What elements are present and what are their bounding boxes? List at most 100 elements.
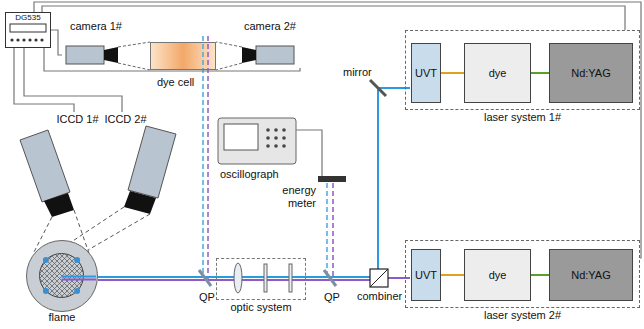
connector [44,48,300,71]
node-label: dye cell [157,76,194,89]
quartz-plate [324,270,336,286]
ndyag-box: Nd:YAG [549,249,633,301]
view-cone [118,42,242,70]
sampled-beam [207,36,209,280]
drawing-part [118,42,150,47]
node-label: optic system [230,301,291,314]
dye-fluorescence [151,43,215,69]
quartz-plate [199,270,211,286]
oscillograph-body [218,118,296,164]
drawing-part [266,144,270,148]
laser-beam [388,277,410,279]
lens [234,263,292,293]
camera-lens [242,47,256,63]
dye-laser-box: dye [464,43,531,103]
optic-system: optic system [216,258,306,300]
node-label: ICCD 2# [104,113,146,126]
button [40,38,43,41]
drawing-part [282,136,286,140]
node-label: oscillograph [220,168,279,181]
button [10,38,13,41]
uvt-box: UVT [411,249,441,301]
node-label: laser system 2# [484,309,561,322]
node-label: laser system 1# [484,111,561,124]
drawing-part [274,136,278,140]
drawing-part [370,269,388,287]
connector [531,72,549,74]
uvt-box: UVT [411,43,441,103]
display [10,24,46,32]
connector [24,48,122,112]
drawing-part [88,214,150,250]
camera: camera 2# [236,20,304,68]
node-label: flame [49,311,76,324]
drawing-part [282,144,286,148]
iccd-camera: ICCD 1# [52,112,103,126]
drawing-part [266,128,270,132]
node-label: UVT [415,269,437,282]
camera-body [66,46,104,64]
node-label: energy meter [278,184,316,210]
laser-system: laser system 1#UVTdyeNd:YAG [405,30,640,110]
node-label: UVT [415,67,437,80]
node-label: Nd:YAG [571,67,611,80]
dye-cell: dye cell [150,42,216,70]
part-label: QP [323,291,341,304]
mirror-plate [370,80,386,96]
node-label: dye [489,269,507,282]
connector [14,48,74,112]
part-label: QP [198,291,216,304]
node-label: camera 2# [244,20,296,33]
drawing-part [218,118,296,164]
connector [531,274,549,276]
connector [441,72,464,74]
oscillograph: oscillograph [218,118,296,164]
node-label: camera 1# [70,20,122,33]
node-label: ICCD 1# [56,113,98,126]
button [22,38,25,41]
part-label: combiner [356,290,403,303]
camera: camera 1# [62,20,130,68]
dye-laser-box: dye [464,249,531,301]
drawing-part [289,264,292,292]
drawing-part [234,263,242,293]
sampled-beam [332,183,334,280]
energy-meter: energy meter [318,176,346,182]
connector [42,6,625,30]
connector [296,130,322,176]
dg535-panel [10,24,46,42]
drawing-part [264,264,267,292]
sampled-beam [326,183,328,278]
flame-burner: flame [26,240,98,312]
camera-body [256,46,294,64]
connector [441,274,464,276]
drawing-part [224,124,258,150]
drawing-part [274,144,278,148]
node-label: dye [489,67,507,80]
ndyag-box: Nd:YAG [549,43,633,103]
drawing-part [282,128,286,132]
drawing-part [32,207,124,268]
camera-lens [104,47,118,63]
connector [51,30,62,55]
iccd-body [20,130,70,202]
sampled-beam [202,36,204,278]
connector [34,2,641,258]
button [28,38,31,41]
drawing-part [216,42,242,47]
drawing-part [370,269,388,287]
laser-system: laser system 2#UVTdyeNd:YAG [405,240,640,308]
combiner-cube [370,269,388,287]
node-label: DG535 [15,13,40,22]
burner-face [27,241,96,310]
drawing-part [118,63,150,70]
button [34,38,37,41]
button [16,38,19,41]
iccd-lens [44,193,74,217]
delay-generator: DG535 [5,12,51,48]
iccd-camera: ICCD 2# [100,112,151,126]
drawing-part [266,136,270,140]
iccd-body [128,126,176,198]
drawing-part [274,128,278,132]
